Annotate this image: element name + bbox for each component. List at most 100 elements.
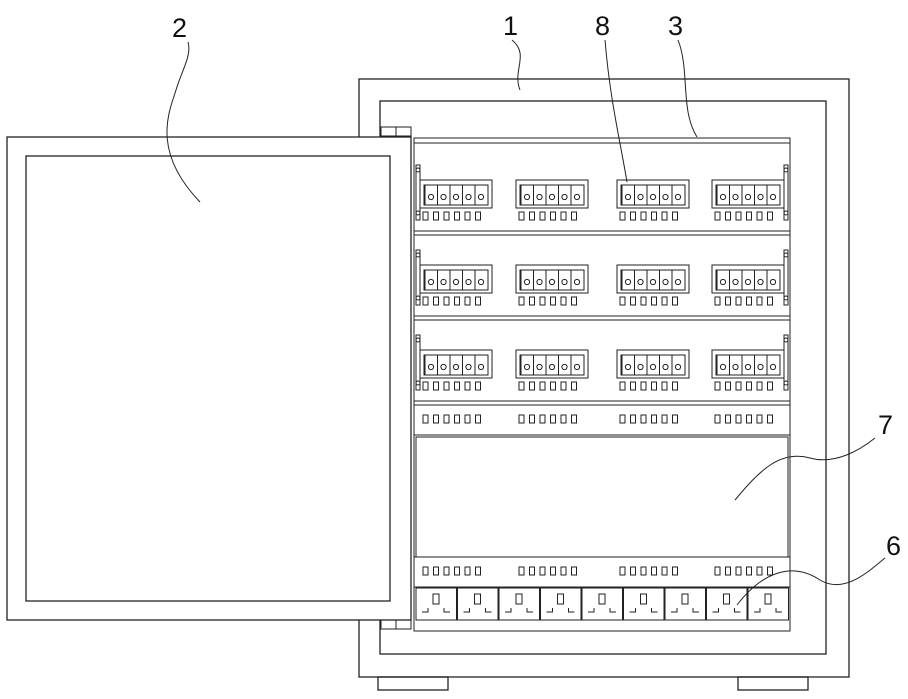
terminal-screw [675,279,680,284]
socket-pin [693,608,699,612]
terminal-pin [540,567,545,575]
terminal-pin [652,212,657,220]
terminal-pin [434,297,439,305]
terminal-pin [662,567,667,575]
terminal-pin [572,297,577,305]
terminal-pin [551,382,556,390]
terminal-pin [465,415,470,423]
terminal-pin [631,212,636,220]
terminal-pin [434,415,439,423]
terminal-pin [530,212,535,220]
terminal-pin [476,212,481,220]
terminal-row [414,335,790,405]
terminal-screw [441,194,446,199]
terminal-block-rows [414,165,790,405]
socket-pin [464,608,470,612]
terminal-block [516,265,588,305]
socket-pin [588,608,594,612]
terminal-pin [444,415,449,423]
terminal-pin [551,212,556,220]
terminal-pin [641,567,646,575]
socket [707,588,748,620]
terminal-screw [524,364,529,369]
socket-slot [558,594,564,604]
terminal-screw [478,364,483,369]
socket-pin [505,608,511,612]
socket [499,588,540,620]
terminal-pin [726,382,731,390]
socket-pin [422,608,428,612]
mount-screw [416,168,420,172]
terminal-block-face [716,185,780,205]
terminal-pin [455,212,460,220]
terminal-block-face [621,355,685,375]
terminal-pin [641,297,646,305]
terminal-screw [428,194,433,199]
terminal-screw [478,194,483,199]
terminal-pin [561,212,566,220]
socket [458,588,499,620]
terminal-screw [745,279,750,284]
terminal-screw [537,364,542,369]
terminal-pin [620,297,625,305]
terminal-pin [476,382,481,390]
leader-line-3 [678,40,697,137]
socket-pin [610,608,616,612]
terminal-screw [466,364,471,369]
terminal-pin [423,415,428,423]
terminal-pin [530,297,535,305]
terminal-block-face [520,270,584,290]
terminal-block-face [716,270,780,290]
socket-pin [486,608,492,612]
terminal-screw [663,364,668,369]
terminal-pin [465,382,470,390]
terminal-pin [652,415,657,423]
terminal-block-face [424,270,488,290]
terminal-screw [574,279,579,284]
terminal-pin [561,415,566,423]
terminal-pin [540,212,545,220]
socket-slot [765,594,771,604]
terminal-block [420,265,492,305]
mount-screw [784,296,788,300]
terminal-pin [465,212,470,220]
terminal-pin [530,415,535,423]
terminal-pin [572,382,577,390]
label-blank-area: 7 [878,410,893,440]
terminal-pin [519,297,524,305]
terminal-pin [726,212,731,220]
terminal-pin [465,297,470,305]
terminal-screw [524,279,529,284]
terminal-pin [631,415,636,423]
terminal-pin [726,297,731,305]
terminal-pin [736,297,741,305]
terminal-block-face [424,355,488,375]
terminal-pin [561,297,566,305]
terminal-pin [641,212,646,220]
terminal-pin [631,297,636,305]
terminal-pin [757,382,762,390]
terminal-screw [770,194,775,199]
terminal-screw [625,364,630,369]
terminal-pin [757,212,762,220]
terminal-pin [434,212,439,220]
terminal-screw [758,364,763,369]
terminal-pin [673,212,678,220]
terminal-pin [662,415,667,423]
terminal-row [414,165,790,235]
socket-pin [652,608,658,612]
terminal-pin [444,567,449,575]
terminal-block-face [621,270,685,290]
terminal-pin [747,567,752,575]
terminal-block [617,265,689,305]
terminal-pin [641,382,646,390]
terminal-pin [652,382,657,390]
terminal-screw [441,279,446,284]
terminal-block [712,180,784,220]
terminal-pin [662,212,667,220]
terminal-pin [747,212,752,220]
terminal-screw [745,364,750,369]
terminal-screw [770,364,775,369]
label-panel: 3 [668,11,683,41]
label-door: 2 [172,13,187,43]
